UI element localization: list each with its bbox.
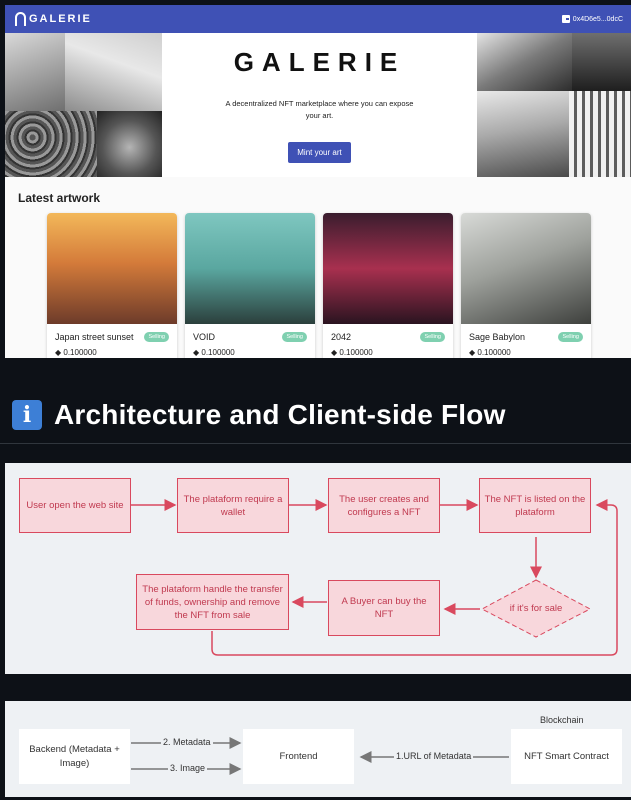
flow-step-nft-listed: The NFT is listed on the plataform (479, 478, 591, 533)
flow-connectors (131, 499, 618, 656)
artwork-price: ◆ 0.100000 (193, 348, 235, 357)
latest-artwork-heading: Latest artwork (18, 191, 101, 205)
artwork-thumbnail (97, 111, 162, 177)
backend-node: Backend (Metadata + Image) (19, 729, 130, 784)
artwork-thumbnail (569, 91, 631, 177)
flow-loop-arrow (211, 499, 618, 656)
flow-step-open-site: User open the web site (19, 478, 131, 533)
artwork-price: ◆ 0.100000 (331, 348, 373, 357)
edge-label-metadata: 2. Metadata (161, 737, 213, 747)
flow-step-create-nft: The user creates and configures a NFT (328, 478, 440, 533)
architecture-title: Architecture and Client-side Flow (54, 399, 506, 430)
artwork-thumbnail (572, 33, 631, 91)
edge-label-url: 1.URL of Metadata (394, 751, 474, 761)
artwork-image (461, 213, 591, 324)
price-value: 0.100000 (63, 348, 97, 357)
wallet-indicator[interactable]: 0x4D6e5...0dcC (561, 15, 623, 23)
artwork-image (185, 213, 315, 324)
navbar: GALERIE 0x4D6e5...0dcC (5, 5, 631, 33)
artwork-image (323, 213, 453, 324)
price-value: 0.100000 (477, 348, 511, 357)
artwork-card[interactable]: Sage Babylon Selling ◆ 0.100000 (461, 213, 591, 358)
frontend-node: Frontend (243, 729, 354, 784)
artwork-card-list: Japan street sunset Selling ◆ 0.100000 V… (47, 213, 591, 358)
flow-step-transfer-funds: The plataform handle the transfer of fun… (136, 574, 289, 630)
selling-badge: Selling (282, 332, 307, 342)
galerie-screenshot: GALERIE 0x4D6e5...0dcC GALERIE A decentr… (5, 5, 631, 358)
artwork-thumbnail (5, 33, 65, 111)
galerie-logo-icon (15, 12, 26, 26)
artwork-image (47, 213, 177, 324)
artwork-thumbnail (477, 33, 572, 91)
flow-decision-label: if it's for sale (509, 603, 563, 614)
artwork-title: 2042 (331, 332, 352, 342)
blockchain-group-label: Blockchain (540, 715, 584, 725)
hero-collage-left (5, 33, 162, 177)
mint-your-art-button[interactable]: Mint your art (288, 142, 351, 163)
edge-label-image: 3. Image (168, 763, 208, 773)
hero-subtitle: A decentralized NFT marketplace where yo… (225, 99, 414, 120)
artwork-card[interactable]: Japan street sunset Selling ◆ 0.100000 (47, 213, 177, 358)
price-value: 0.100000 (339, 348, 373, 357)
artwork-price: ◆ 0.100000 (469, 348, 511, 357)
artwork-thumbnail (65, 33, 162, 111)
architecture-heading: i Architecture and Client-side Flow (12, 399, 506, 431)
wallet-address: 0x4D6e5...0dcC (572, 15, 623, 23)
info-icon: i (12, 400, 42, 430)
selling-badge: Selling (420, 332, 445, 342)
selling-badge: Selling (144, 332, 169, 342)
price-value: 0.100000 (201, 348, 235, 357)
artwork-thumbnail (5, 111, 97, 177)
hero-title: GALERIE (233, 47, 406, 77)
artwork-title: Japan street sunset (55, 332, 134, 342)
smart-contract-node: NFT Smart Contract (511, 729, 622, 784)
client-flow-diagram: User open the web site The plataform req… (5, 463, 631, 674)
flow-step-buyer-buys: A Buyer can buy the NFT (328, 580, 440, 636)
artwork-thumbnail (477, 91, 569, 177)
wallet-icon (561, 15, 570, 23)
artwork-title: Sage Babylon (469, 332, 526, 342)
hero: GALERIE A decentralized NFT marketplace … (5, 33, 631, 177)
selling-badge: Selling (558, 332, 583, 342)
brand-name: GALERIE (29, 13, 92, 25)
artwork-price: ◆ 0.100000 (55, 348, 97, 357)
hero-collage-right (477, 33, 631, 177)
brand[interactable]: GALERIE (15, 12, 92, 26)
flow-step-require-wallet: The plataform require a wallet (177, 478, 289, 533)
artwork-card[interactable]: VOID Selling ◆ 0.100000 (185, 213, 315, 358)
decision-diamond (480, 579, 592, 638)
artwork-title: VOID (193, 332, 216, 342)
heading-divider (0, 443, 631, 444)
artwork-card[interactable]: 2042 Selling ◆ 0.100000 (323, 213, 453, 358)
blockchain-diagram: Blockchain Backend (Metadata + Image) Fr… (5, 701, 631, 797)
hero-center: GALERIE A decentralized NFT marketplace … (162, 33, 477, 177)
